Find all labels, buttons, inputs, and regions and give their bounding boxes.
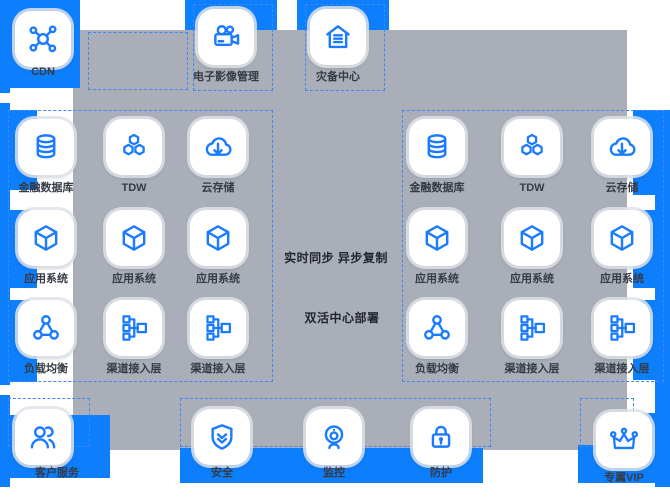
deployment-annotation: 双活中心部署 — [304, 311, 380, 325]
tile-label: TDW — [121, 182, 147, 194]
tile-label: 云存储 — [605, 182, 639, 194]
tile-findb-right — [409, 119, 465, 175]
tile-label: 电子影像管理 — [193, 71, 259, 83]
tile-storage-left — [190, 119, 246, 175]
cube-icon — [515, 221, 549, 255]
right-datacenter-border — [402, 110, 664, 382]
video-camera-icon — [209, 20, 243, 54]
tile-label: 防护 — [430, 467, 452, 479]
tile-lb-left — [18, 300, 74, 356]
database-icon — [29, 130, 63, 164]
tile-label: 渠道接入层 — [504, 363, 560, 375]
tile-label: 应用系统 — [112, 273, 156, 285]
tile-label: 负载均衡 — [24, 363, 68, 375]
tile-monitoring — [306, 409, 362, 465]
tile-findb-left — [18, 119, 74, 175]
tile-protection — [413, 409, 469, 465]
tile-app-left — [190, 210, 246, 266]
tile-label: 灾备中心 — [316, 71, 360, 83]
shield-icon — [205, 420, 239, 454]
tile-label: 应用系统 — [510, 273, 554, 285]
tile-app-left — [18, 210, 74, 266]
load-balancer-icon — [29, 311, 63, 345]
hierarchy-icon — [117, 311, 151, 345]
crown-icon — [607, 423, 641, 457]
cube-icon — [605, 221, 639, 255]
tile-customer-service — [15, 409, 71, 465]
tile-label: 金融数据库 — [18, 182, 74, 194]
tile-label: CDN — [31, 66, 55, 78]
tile-app-right — [504, 210, 560, 266]
lock-icon — [424, 420, 458, 454]
tile-label: 应用系统 — [196, 273, 240, 285]
cube-icon — [117, 221, 151, 255]
cloud-download-icon — [201, 130, 235, 164]
tile-storage-right — [594, 119, 650, 175]
database-icon — [420, 130, 454, 164]
tile-app-right — [409, 210, 465, 266]
hierarchy-icon — [201, 311, 235, 345]
tile-channel-left — [190, 300, 246, 356]
tile-channel-left — [106, 300, 162, 356]
tile-label: 监控 — [323, 467, 345, 479]
tile-label: 应用系统 — [415, 273, 459, 285]
tile-label: 金融数据库 — [409, 182, 465, 194]
tile-label: TDW — [519, 182, 545, 194]
tile-dr-center — [310, 9, 366, 65]
tile-imaging — [198, 9, 254, 65]
imaging-slot-border — [193, 4, 273, 91]
tile-label: 渠道接入层 — [594, 363, 650, 375]
tile-label: 专属VIP — [604, 472, 644, 484]
sync-annotation: 实时同步 异步复制 — [284, 251, 388, 265]
webcam-icon — [317, 420, 351, 454]
tile-security — [194, 409, 250, 465]
warehouse-icon — [321, 20, 355, 54]
tile-tdw-right — [504, 119, 560, 175]
hexagons-icon — [117, 130, 151, 164]
tile-app-left — [106, 210, 162, 266]
hierarchy-icon — [605, 311, 639, 345]
tile-label: 云存储 — [201, 182, 235, 194]
cube-icon — [201, 221, 235, 255]
tile-channel-right — [504, 300, 560, 356]
right-accent-strip — [655, 110, 670, 487]
tile-label: 负载均衡 — [415, 363, 459, 375]
cube-icon — [29, 221, 63, 255]
hierarchy-icon — [515, 311, 549, 345]
users-icon — [26, 420, 60, 454]
tile-app-right — [594, 210, 650, 266]
tile-label: 渠道接入层 — [106, 363, 162, 375]
cloud-download-icon — [605, 130, 639, 164]
tile-label: 渠道接入层 — [190, 363, 246, 375]
tile-lb-right — [409, 300, 465, 356]
load-balancer-icon — [420, 311, 454, 345]
tile-vip — [596, 412, 652, 468]
tile-channel-right — [594, 300, 650, 356]
tile-tdw-left — [106, 119, 162, 175]
cube-icon — [420, 221, 454, 255]
dr-center-slot-border — [305, 4, 385, 91]
cdn-network-icon — [26, 22, 60, 56]
tile-cdn — [15, 11, 71, 67]
hexagons-icon — [515, 130, 549, 164]
top-empty-slot-border — [88, 32, 188, 90]
left-datacenter-border — [8, 110, 273, 382]
tile-label: 安全 — [211, 467, 233, 479]
tile-label: 应用系统 — [600, 273, 644, 285]
tile-label: 应用系统 — [24, 273, 68, 285]
tile-label: 客户服务 — [35, 467, 79, 479]
